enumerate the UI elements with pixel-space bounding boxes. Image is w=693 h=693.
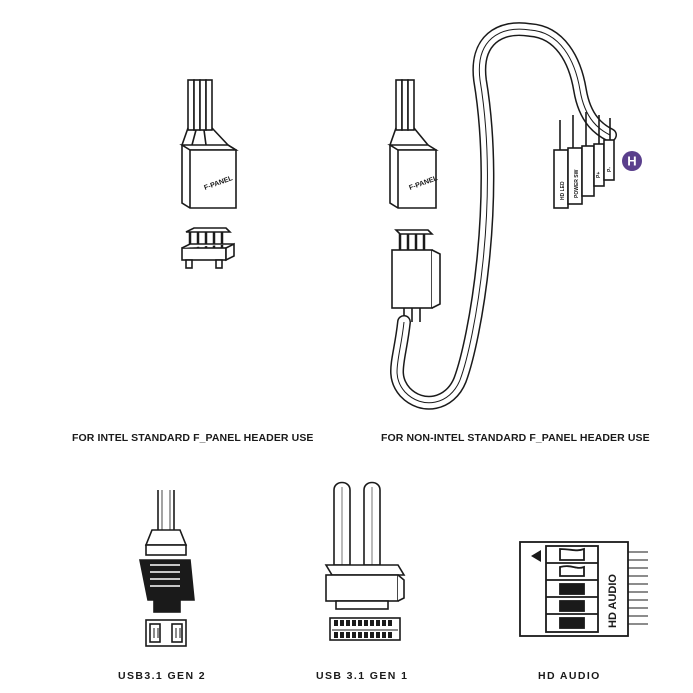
power-led-neg-label: P- [607,167,613,172]
hd-audio-block-label: HD AUDIO [607,574,619,628]
split-end-connectors: HD LED POWER SW P+ P- [553,112,615,209]
callout-badge-letter: H [627,154,636,169]
non-intel-fpanel-connector: F-PANEL HD LED POWER SW P+ P- [387,22,617,410]
usb31-gen1-connector [324,481,406,641]
callout-badge: H [622,151,642,171]
power-sw-label: POWER SW [574,169,580,198]
hd-led-label: HD LED [560,181,566,200]
caption-non-intel: FOR NON-INTEL STANDARD F_PANEL HEADER US… [381,432,650,444]
hd-audio-connector: HD AUDIO [519,541,648,637]
intel-fpanel-connector: F-PANEL [179,79,239,269]
power-led-pos-label: P+ [596,172,602,178]
caption-hd-audio: HD AUDIO [538,670,601,682]
caption-intel: FOR INTEL STANDARD F_PANEL HEADER USE [72,432,314,444]
caption-usb31-gen1: USB 3.1 GEN 1 [316,670,409,682]
usb31-gen2-connector [139,490,195,647]
caption-usb31-gen2: USB3.1 GEN 2 [118,670,206,682]
